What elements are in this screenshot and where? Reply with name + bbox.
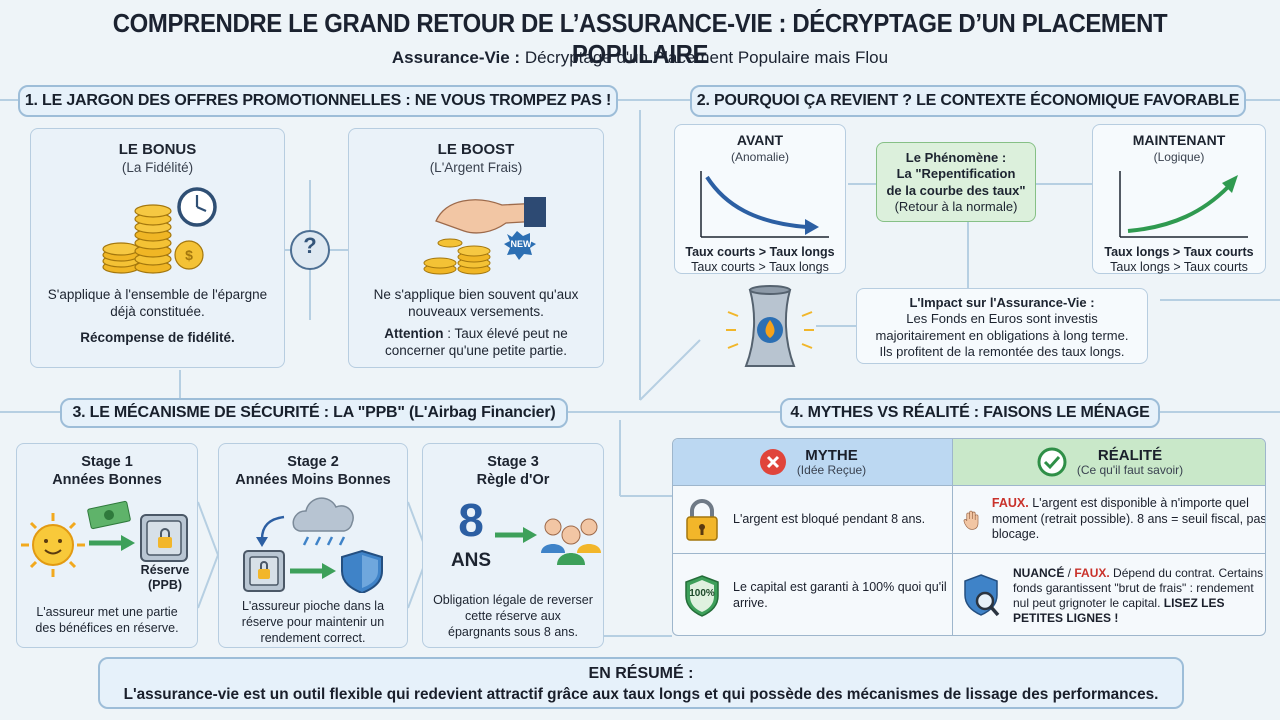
rain-safe-shield-icon [243,497,383,594]
myth-header: MYTHE(Idée Reçue) [673,439,953,485]
impact-title: L'Impact sur l'Assurance-Vie : [909,295,1095,310]
shield-100-label: 100% [689,587,715,599]
boost-attention: Attention : Taux élevé peut ne concerner… [384,326,568,359]
bonus-bold: Récompense de fidélité. [80,330,235,346]
impact-text2: majoritairement en obligations à long te… [875,327,1129,343]
stage2-card: Stage 2 Années Moins Bonnes L'assureur p… [218,443,408,648]
stage3-card: Stage 3 Règle d'Or 8 ANS Obligation léga… [422,443,604,648]
inverted-curve-icon [700,170,829,238]
avant-card: AVANT (Anomalie) Taux courts > Taux long… [674,124,846,274]
reality-head-label: RÉALITÉ [1097,446,1163,464]
phenomene-line4: (Retour à la normale) [894,198,1018,214]
table-row: L'argent est bloqué pendant 8 ans. FAUX.… [673,485,1266,553]
savers-group-icon [495,518,601,566]
ans-label: ANS [450,550,492,572]
reactor-icon [726,285,814,367]
myth-sub-label: (Idée Reçue) [796,463,867,478]
table-row: 100% Le capital est garanti à 100% quoi … [673,553,1265,635]
section4-heading: 4. MYTHES VS RÉALITÉ : FAISONS LE MÉNAGE [780,398,1160,428]
section2-heading: 2. POURQUOI ÇA REVIENT ? LE CONTEXTE ÉCO… [690,85,1246,117]
impact-text1: Les Fonds en Euros sont investis [906,311,1098,327]
stage2-title: Stage 2 [287,454,339,470]
reserve-ppb-label: (PPB) [147,578,183,593]
stage3-text: Obligation légale de reverser cette rése… [433,593,593,639]
impact-text3: Ils profitent de la remontée des taux lo… [879,343,1125,359]
boost-card: LE BOOST (L'Argent Frais) NEW Ne s'appli… [348,128,604,368]
stage3-subtitle: Règle d'Or [476,472,550,489]
bonus-subtitle: (La Fidélité) [121,159,194,175]
check-circle-icon [1037,447,1067,477]
myth-text: Le capital est garanti à 100% quoi qu'il… [733,579,947,610]
boost-subtitle: (L'Argent Frais) [429,159,523,175]
x-circle-icon [759,449,786,475]
reserve-label: Réserve [140,563,190,578]
phenomene-line1: Le Phénomène : [905,150,1007,165]
normal-curve-icon [1119,170,1248,238]
stage1-title: Stage 1 [81,454,133,470]
myth-reality-table: MYTHE(Idée Reçue) RÉALITÉ(Ce qu'il faut … [672,438,1266,636]
phenomene-card: Le Phénomène : La "Repentification de la… [876,142,1036,222]
sun-money-safe-icon [21,501,188,578]
question-connector [285,180,349,320]
stage1-text: L'assureur met une partie des bénéfices … [35,605,179,635]
stage3-title: Stage 3 [487,454,539,470]
eight-number: 8 [458,494,484,547]
bonus-card: LE BONUS (La Fidélité) $ S'applique à l'… [30,128,285,368]
avant-subtitle: (Anomalie) [730,149,790,164]
new-badge: NEW [510,238,532,249]
stage2-subtitle: Années Moins Bonnes [235,472,391,489]
summary-text: L'assurance-vie est un outil flexible qu… [123,685,1159,703]
phenomene-line3: de la courbe des taux" [886,182,1026,198]
avant-line1: Taux courts > Taux longs [685,244,835,259]
reality-header: RÉALITÉ(Ce qu'il faut savoir) [953,439,1265,485]
reality-text: NUANCÉ / FAUX. Dépend du contrat. Certai… [1013,565,1264,625]
section1-heading: 1. LE JARGON DES OFFRES PROMOTIONNELLES … [18,85,618,117]
svg-text:$: $ [185,247,193,263]
maintenant-title: MAINTENANT [1132,132,1226,148]
avant-line2: Taux courts > Taux longs [691,260,829,275]
stage1-subtitle: Années Bonnes [52,472,162,489]
maintenant-card: MAINTENANT (Logique) Taux longs > Taux c… [1092,124,1266,274]
maintenant-line1: Taux longs > Taux courts [1104,244,1254,259]
hand-coins-icon [423,196,546,275]
reality-sub-label: (Ce qu'il faut savoir) [1076,463,1184,478]
page-subtitle: Assurance-Vie : Décryptage d'un Placemen… [391,48,889,67]
padlock-icon [686,498,718,541]
impact-card: L'Impact sur l'Assurance-Vie : Les Fonds… [856,288,1148,364]
summary-box: EN RÉSUMÉ : L'assurance-vie est un outil… [98,657,1184,709]
stage1-card: Stage 1 Années Bonnes Réserve (PPB) [16,443,198,648]
avant-title: AVANT [736,132,784,148]
shield-100-icon [685,574,719,617]
boost-text: Ne s'applique bien souvent qu'aux nouvea… [373,286,579,319]
bonus-text: S'applique à l'ensemble de l'épargne déj… [47,286,268,319]
hand-stop-icon [963,510,979,530]
myth-head-label: MYTHE [805,446,858,464]
page-title: COMPRENDRE LE GRAND RETOUR DE L’ASSURANC… [112,8,1168,69]
boost-title: LE BOOST [437,141,515,158]
shield-magnifier-icon [964,573,1000,616]
reality-text: FAUX. L'argent est disponible à n'import… [991,496,1266,542]
coins-clock-icon: $ [101,186,217,274]
bonus-title: LE BONUS [118,141,197,158]
stage2-text: L'assureur pioche dans la réserve pour m… [241,599,385,645]
question-icon: ? [303,233,317,258]
maintenant-subtitle: (Logique) [1153,149,1205,164]
maintenant-line2: Taux longs > Taux courts [1110,260,1248,275]
myth-text: L'argent est bloqué pendant 8 ans. [733,511,926,526]
section3-heading: 3. LE MÉCANISME DE SÉCURITÉ : LA "PPB" (… [60,398,568,428]
summary-title: EN RÉSUMÉ : [588,665,694,682]
phenomene-line2: La "Repentification [896,166,1016,182]
